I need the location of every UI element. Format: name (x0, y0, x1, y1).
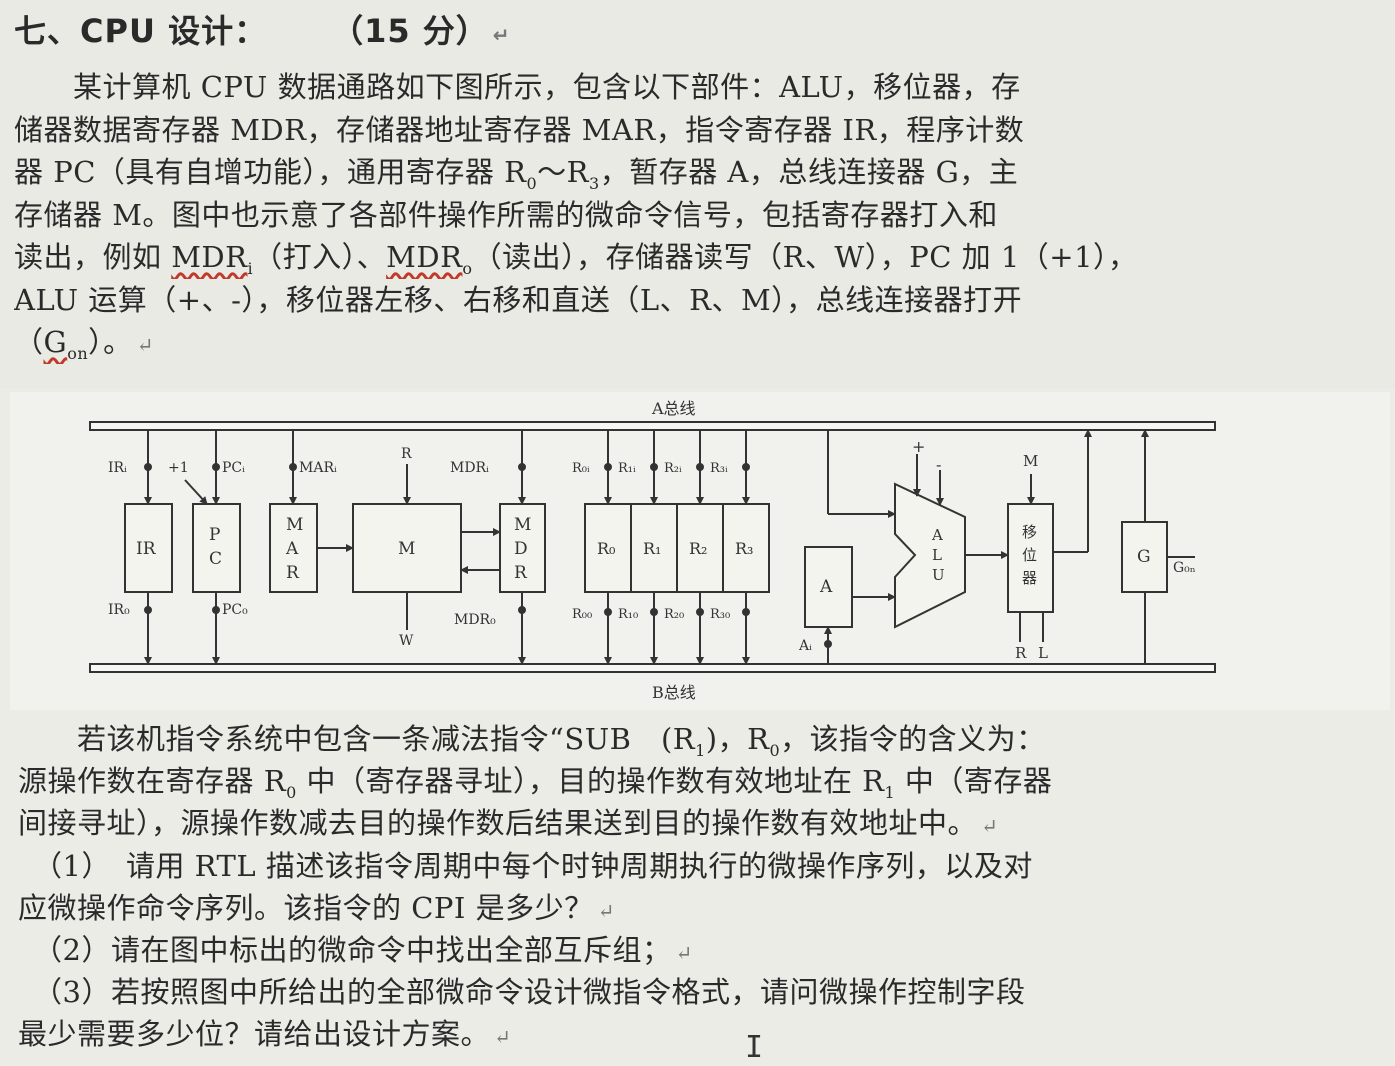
a-bus-label: A总线 (651, 399, 696, 418)
mar-register (269, 503, 318, 593)
alu-unit (894, 482, 966, 629)
signal-mar-in: MARᵢ (299, 460, 337, 476)
signal-shift-l: L (1038, 644, 1048, 662)
pc-register (192, 503, 241, 593)
signal-shift-m: M (1023, 452, 1038, 470)
r0-label: R₀ (597, 539, 615, 558)
return-mark: ↵ (492, 23, 511, 47)
question-2-line: （2）请在图中标出的微命令中找出全部互斥组；↵ (18, 932, 693, 967)
g-connector (1121, 521, 1168, 593)
alu-label-2: L (932, 546, 942, 564)
problem-header-area (0, 0, 1395, 388)
signal-shift-r: R (1015, 644, 1027, 662)
intro-line: 读出，例如 MDRi（打入）、MDRo（读出），存储器读写（R、W），PC 加 … (14, 240, 1138, 278)
intro-line: 器 PC（具有自增功能），通用寄存器 R0～R3，暂存器 A，总线连接器 G，主 (14, 155, 1019, 193)
question-line: 源操作数在寄存器 R0 中（寄存器寻址），目的操作数有效地址在 R1 中（寄存器 (18, 764, 1053, 802)
pc-label-1: P (209, 525, 220, 545)
text-cursor-icon: I (745, 1030, 764, 1065)
signal-mdr-in: MDRᵢ (450, 460, 489, 476)
signal-alu-sub: - (936, 455, 941, 474)
question-line: 若该机指令系统中包含一条减法指令“SUB (R1)，R0，该指令的含义为： (18, 722, 1046, 760)
signal-pc-out: PC₀ (222, 602, 248, 618)
g-label: G (1137, 547, 1151, 567)
signal-mdr-out: MDR₀ (454, 612, 496, 628)
ir-register (124, 503, 173, 593)
problem-heading: 七、CPU 设计： （15 分）↵ (14, 6, 511, 52)
r3-label: R₃ (735, 539, 753, 558)
question-section: 若该机指令系统中包含一条减法指令“SUB (R1)，R0，该指令的含义为： 源操… (18, 718, 1390, 1056)
intro-line: （Gon）。↵ (14, 325, 154, 363)
memory-label: M (398, 539, 415, 559)
question-3-line: 最少需要多少位？请给出设计方案。↵ (18, 1017, 512, 1052)
signal-alu-add: + (912, 437, 925, 456)
mar-label-2: A (285, 539, 299, 559)
a-label: A (819, 577, 833, 597)
alu-label-1: A (931, 526, 943, 544)
intro-line: 某计算机 CPU 数据通路如下图所示，包含以下部件：ALU，移位器，存 (14, 70, 1021, 104)
signal-r1-out: R₁₀ (618, 607, 638, 622)
question-line: 间接寻址），源操作数减去目的操作数后结果送到目的操作数有效地址中。↵ (18, 806, 999, 841)
signal-g-on: G₀ₙ (1173, 560, 1196, 576)
signal-plus1: +1 (168, 460, 189, 476)
shifter-label-2: 位 (1022, 546, 1037, 564)
a-bus (89, 421, 1216, 431)
problem-title: 七、CPU 设计： (14, 12, 268, 50)
signal-r0-in: R₀ᵢ (572, 461, 590, 476)
r1-label: R₁ (643, 539, 661, 558)
signal-ir-out: IR₀ (108, 602, 130, 618)
mdr-label-2: D (514, 539, 528, 559)
datapath-svg: A总线 B总线 IR P C M A R M M D R R₀ R₁ R₂ R₃… (89, 399, 1216, 702)
mar-label-3: R (286, 563, 300, 583)
question-3-line: （3）若按照图中所给出的全部微命令设计微指令格式，请问微操作控制字段 (18, 975, 1026, 1010)
signal-a-in: Aᵢ (798, 638, 812, 654)
signal-mem-write: W (399, 633, 414, 649)
b-bus-label: B总线 (652, 683, 696, 702)
signal-r2-in: R₂ᵢ (664, 461, 682, 476)
question-1-line: （1） 请用 RTL 描述该指令周期中每个时钟周期执行的微操作序列，以及对 (18, 848, 1033, 883)
shifter-unit (1007, 503, 1054, 613)
intro-line: 存储器 M。图中也示意了各部件操作所需的微命令信号，包括寄存器打入和 (14, 197, 998, 232)
problem-score: （15 分） (347, 12, 489, 50)
datapath-diagram: A总线 B总线 IR P C M A R M M D R R₀ R₁ R₂ R₃… (10, 392, 1390, 710)
signal-r3-in: R₃ᵢ (710, 461, 728, 476)
pc-label-2: C (209, 549, 222, 569)
intro-paragraph: 某计算机 CPU 数据通路如下图所示，包含以下部件：ALU，移位器，存 储器数据… (14, 66, 1386, 364)
shifter-label-1: 移 (1022, 523, 1037, 541)
b-bus (89, 663, 1216, 673)
signal-r0-out: R₀₀ (572, 607, 592, 622)
mdr-label-1: M (514, 515, 531, 535)
mar-label-1: M (286, 515, 303, 535)
signal-r3-out: R₃₀ (710, 607, 730, 622)
intro-line: 储器数据寄存器 MDR，存储器地址寄存器 MAR，指令寄存器 IR，程序计数 (14, 112, 1025, 147)
a-register (804, 546, 853, 628)
mdr-label-3: R (514, 563, 528, 583)
signal-pc-in: PCᵢ (222, 460, 245, 476)
signal-r2-out: R₂₀ (664, 607, 684, 622)
shifter-label-3: 器 (1022, 569, 1037, 587)
intro-line: ALU 运算（+、-），移位器左移、右移和直送（L、R、M），总线连接器打开 (14, 282, 1023, 317)
signal-r1-in: R₁ᵢ (618, 461, 636, 476)
question-1-line: 应微操作命令序列。该指令的 CPI 是多少？↵ (18, 890, 615, 925)
alu-label-3: U (932, 566, 945, 584)
ir-label: IR (136, 539, 157, 559)
r2-label: R₂ (689, 539, 707, 558)
signal-ir-in: IRᵢ (108, 460, 127, 476)
signal-mem-read: R (401, 446, 412, 462)
